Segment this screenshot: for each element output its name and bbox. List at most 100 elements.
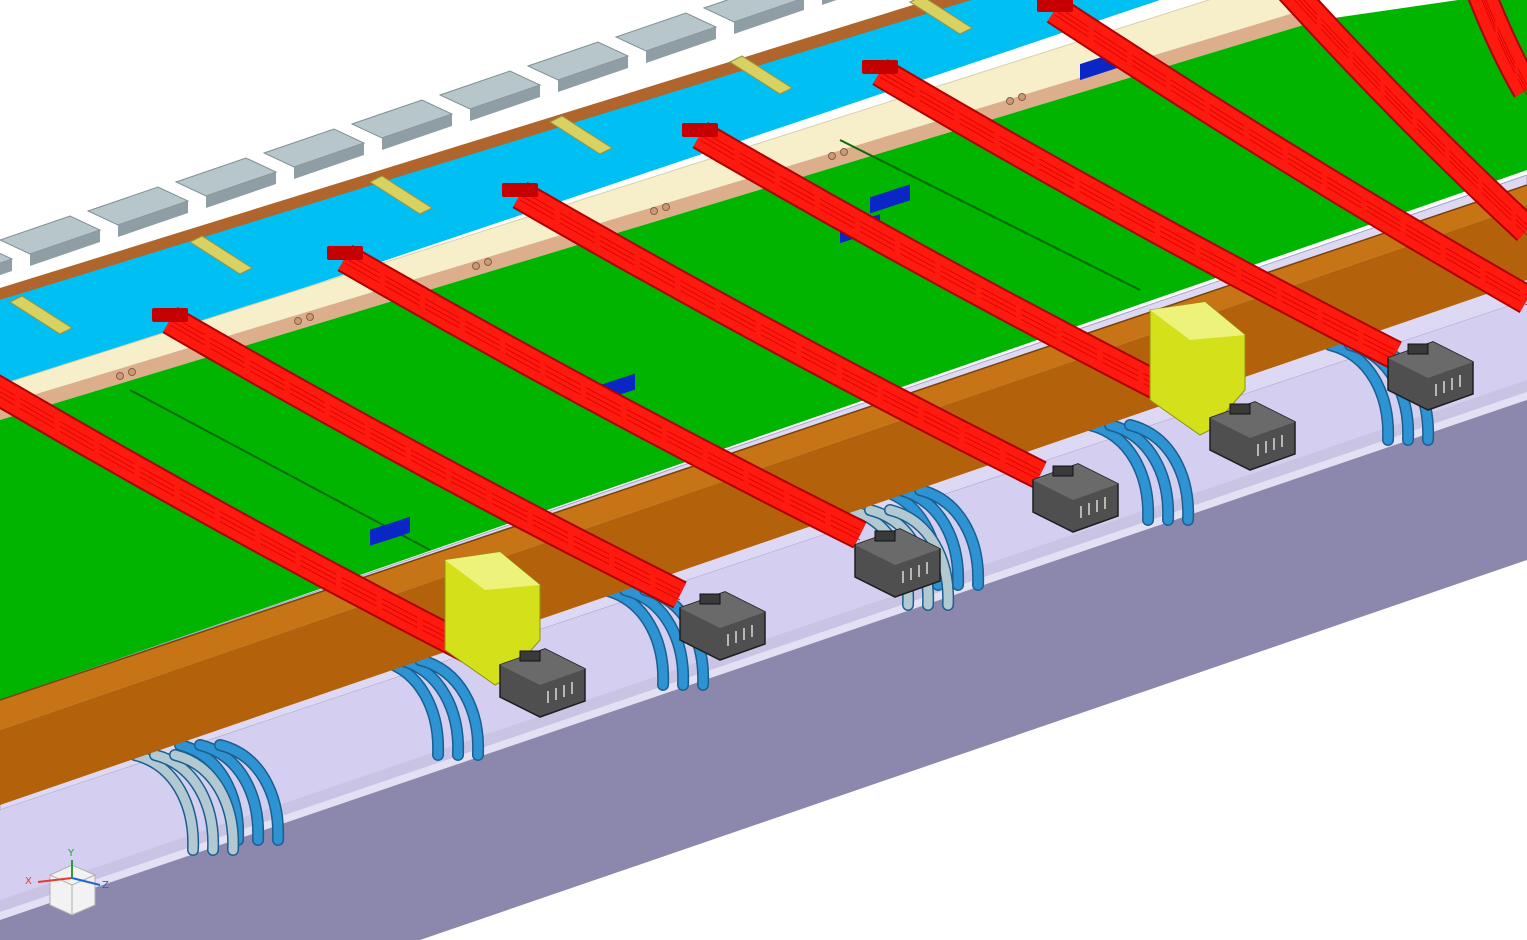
contact-strip [8, 295, 74, 335]
flex-cables [0, 0, 1527, 679]
x-axis-label: X [25, 876, 32, 887]
sensor-module-side [382, 114, 452, 150]
mount-hole [662, 203, 670, 211]
bracket-left [444, 551, 541, 686]
flex-cable-trace [1054, 9, 1527, 301]
pcb-seams [129, 139, 1141, 551]
mount-hole [840, 148, 848, 156]
sensor-module-side [646, 27, 716, 63]
sensor-module-side [118, 201, 188, 237]
contact-strip [368, 175, 434, 215]
flex-cable-trace [879, 71, 1396, 356]
connectors [499, 341, 1474, 718]
bracket-right [1149, 301, 1246, 436]
x-axis-line [37, 877, 73, 883]
flex-cable-tab [502, 183, 538, 197]
flex-cable-trace [1481, 0, 1527, 96]
cable [1125, 420, 1193, 525]
flex-cable-tab [862, 60, 898, 74]
cable [620, 585, 688, 690]
view-triad[interactable]: X Z Y [25, 848, 109, 916]
mount-hole [1006, 97, 1014, 105]
sensor-module-side [206, 172, 276, 208]
flex-cable-trace [519, 194, 1041, 476]
flex-cable-trace [169, 314, 681, 591]
connector-latch [874, 530, 896, 542]
flex-cable-trace [1054, 14, 1527, 306]
tan-strip [0, 5, 1320, 420]
mount-hole [1018, 93, 1026, 101]
cable [1105, 420, 1173, 525]
cable-clip [870, 184, 910, 214]
flex-cable-trace [0, 386, 501, 661]
mount-hole [116, 372, 124, 380]
pcb-seam [839, 139, 1141, 291]
connector-latch [1229, 403, 1251, 415]
cable [215, 740, 283, 845]
mount-hole [650, 207, 658, 215]
contact-strip [188, 235, 254, 275]
cable [195, 740, 263, 845]
rail-edge-line [0, 184, 1527, 701]
cable [600, 585, 668, 690]
sensor-module-side [470, 85, 540, 121]
cable [1085, 420, 1153, 525]
housing-side-wall [0, 395, 1527, 940]
connector-latch [1052, 465, 1074, 477]
mount-holes [116, 93, 1026, 380]
flex-cable-trace [879, 76, 1396, 361]
flex-cable-trace [169, 324, 681, 601]
cable [150, 750, 218, 855]
flex-cable-trace [344, 252, 861, 531]
flex-cable-trace [1298, 0, 1527, 231]
flex-cable-trace [519, 189, 1041, 471]
flex-cable-tab [682, 123, 718, 137]
flex-cable-trace [1303, 0, 1527, 226]
contact-strip [728, 55, 794, 95]
cable [885, 505, 953, 610]
mount-hole [828, 152, 836, 160]
cable [395, 655, 463, 760]
mount-hole [484, 258, 492, 266]
flex-cable-trace [1485, 0, 1527, 86]
sensor-module-side [30, 230, 100, 266]
flex-cable-trace [699, 129, 1216, 411]
sensor-module-side [734, 0, 804, 34]
sensor-module-side [822, 0, 837, 5]
contact-strip [548, 115, 614, 155]
flex-cable-trace [169, 319, 681, 596]
flex-cable-trace [879, 66, 1396, 351]
cable-clip [370, 516, 410, 546]
pcb-seam [129, 389, 431, 551]
flex-cable-trace [699, 139, 1216, 421]
cable [895, 485, 963, 590]
flex-cable-tab [152, 308, 188, 322]
sensor-module-row [0, 0, 837, 276]
z-axis-label: Z [102, 880, 109, 891]
flex-cable-trace [699, 134, 1216, 416]
flex-cable-trace [344, 257, 861, 536]
connector-latch [1407, 343, 1429, 355]
flex-cable-trace [1483, 0, 1527, 91]
sensor-module [702, 0, 800, 23]
mount-hole [472, 262, 480, 270]
y-axis-label: Y [67, 848, 75, 859]
cable [170, 750, 238, 855]
mount-hole [128, 368, 136, 376]
cable [130, 750, 198, 855]
brown-rail [0, 205, 1527, 805]
sensor-module-side [294, 143, 364, 179]
flex-cable-trace [0, 391, 501, 666]
flex-cable-trace [0, 396, 501, 671]
flex-cable-trace [1294, 0, 1527, 236]
contact-strips [8, 0, 974, 335]
cable [415, 655, 483, 760]
sensor-module-side [0, 259, 12, 276]
connector-latch [519, 650, 541, 662]
mount-hole [294, 317, 302, 325]
flex-cable-trace [519, 199, 1041, 481]
sensor-module-side [558, 56, 628, 92]
flex-cable-tab [327, 246, 363, 260]
connector-latch [699, 593, 721, 605]
